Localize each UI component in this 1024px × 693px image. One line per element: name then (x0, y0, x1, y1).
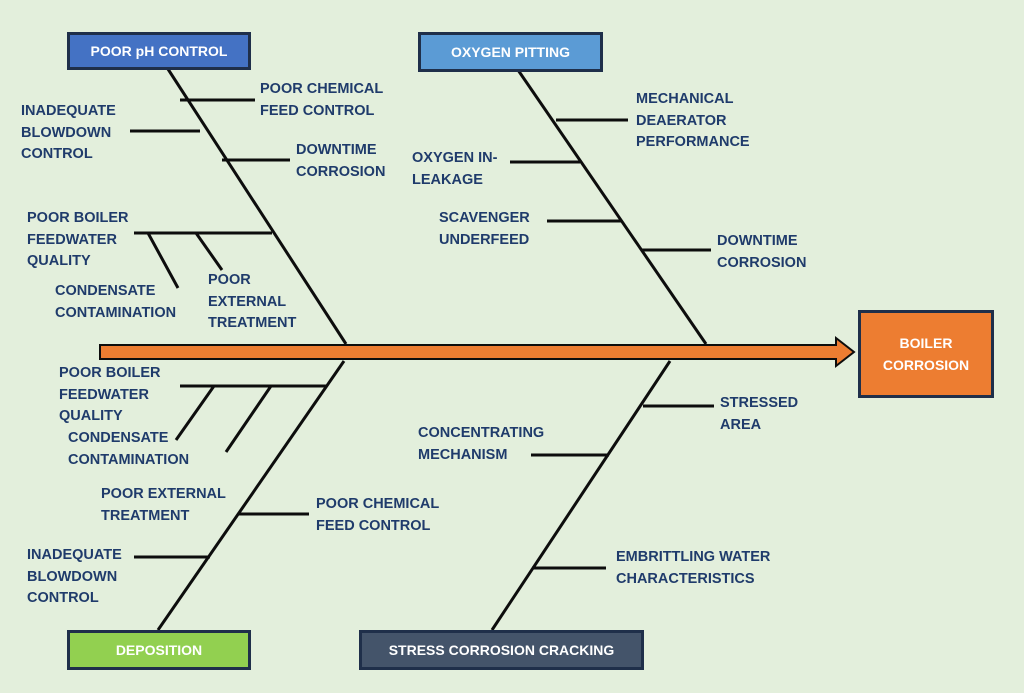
twig-dep-external (224, 385, 273, 453)
cause-poor-external-treatment: POOR EXTERNAL TREATMENT (208, 272, 297, 331)
cause-dep-poor-boiler-feedwater-quality: POOR BOILER FEEDWATER QUALITY (59, 365, 161, 424)
effect-boiler-corrosion: BOILER CORROSION (858, 310, 994, 398)
cause-scavenger-underfeed: SCAVENGER UNDERFEED (439, 210, 530, 248)
cause-downtime-corrosion: DOWNTIME CORROSION (296, 142, 386, 180)
cause-mechanical-deaerator-performance: MECHANICAL DEAERATOR PERFORMANCE (636, 91, 750, 150)
category-oxygen-pitting: OXYGEN PITTING (418, 32, 603, 72)
cause-poor-boiler-feedwater-quality: POOR BOILER FEEDWATER QUALITY (27, 210, 129, 269)
twig-condensate-contamination (146, 232, 180, 289)
cause-dep-inadequate-blowdown-control: INADEQUATE BLOWDOWN CONTROL (27, 547, 122, 606)
cause-embrittling-water-characteristics: EMBRITTLING WATER CHARACTERISTICS (616, 549, 771, 587)
twig-poor-external-treatment (194, 232, 224, 271)
bone-oxygen-pitting (516, 69, 708, 345)
cause-poor-chemical-feed-control: POOR CHEMICAL FEED CONTROL (260, 81, 384, 119)
category-stress-corrosion-cracking: STRESS CORROSION CRACKING (359, 630, 644, 670)
cause-condensate-contamination: CONDENSATE CONTAMINATION (55, 283, 177, 321)
category-poor-ph-control: POOR pH CONTROL (67, 32, 251, 70)
cause-dep-condensate-contamination: CONDENSATE CONTAMINATION (68, 430, 190, 468)
twig-dep-condensate (174, 385, 216, 441)
cause-oxygen-in-leakage: OXYGEN IN- LEAKAGE (412, 150, 498, 188)
cause-inadequate-blowdown-control: INADEQUATE BLOWDOWN CONTROL (21, 103, 116, 162)
spine-arrow (99, 335, 856, 369)
bone-poor-ph (164, 65, 348, 345)
cause-dep-poor-external-treatment: POOR EXTERNAL TREATMENT (101, 486, 226, 524)
bone-deposition (156, 360, 346, 631)
cause-dep-poor-chemical-feed-control: POOR CHEMICAL FEED CONTROL (316, 496, 440, 534)
bone-stress-corrosion (490, 360, 672, 631)
cause-concentrating-mechanism: CONCENTRATING MECHANISM (418, 425, 545, 463)
category-deposition: DEPOSITION (67, 630, 251, 670)
cause-stressed-area: STRESSED AREA (720, 395, 799, 433)
cause-downtime-corrosion-oxygen: DOWNTIME CORROSION (717, 233, 807, 271)
